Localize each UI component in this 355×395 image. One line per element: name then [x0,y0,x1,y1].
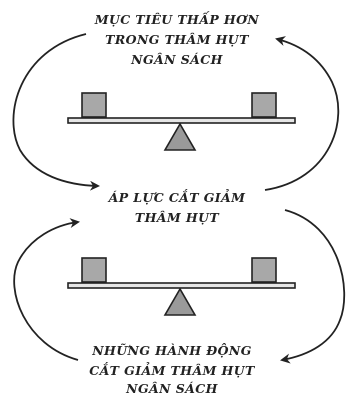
curved-arrow-icon [12,33,100,191]
top-label-line1: MỤC TIÊU THẤP HƠN [94,10,260,27]
curved-arrow-icon [264,36,340,191]
top-label: MỤC TIÊU THẤP HƠN TRONG THÂM HỤT NGÂN SÁ… [94,10,260,67]
bottom-label-line2: CẮT GIẢM THÂM HỤT [89,361,256,378]
middle-label: ÁP LỰC CẮT GIẢM THÂM HỤT [108,188,247,225]
middle-label-line1: ÁP LỰC CẮT GIẢM [108,188,247,205]
bottom-label: NHỮNG HÀNH ĐỘNG CẮT GIẢM THÂM HỤT NGÂN S… [89,342,256,395]
balance-scale-icon [67,92,296,151]
curved-arrow-icon [280,209,346,364]
balance-scale-icon [67,257,296,316]
bottom-label-line3: NGÂN SÁCH [125,381,218,395]
middle-label-line2: THÂM HỤT [135,210,221,225]
top-label-line3: NGÂN SÁCH [130,52,223,67]
curved-arrow-icon [13,218,80,361]
bottom-label-line1: NHỮNG HÀNH ĐỘNG [91,342,252,358]
top-label-line2: TRONG THÂM HỤT [105,32,250,47]
